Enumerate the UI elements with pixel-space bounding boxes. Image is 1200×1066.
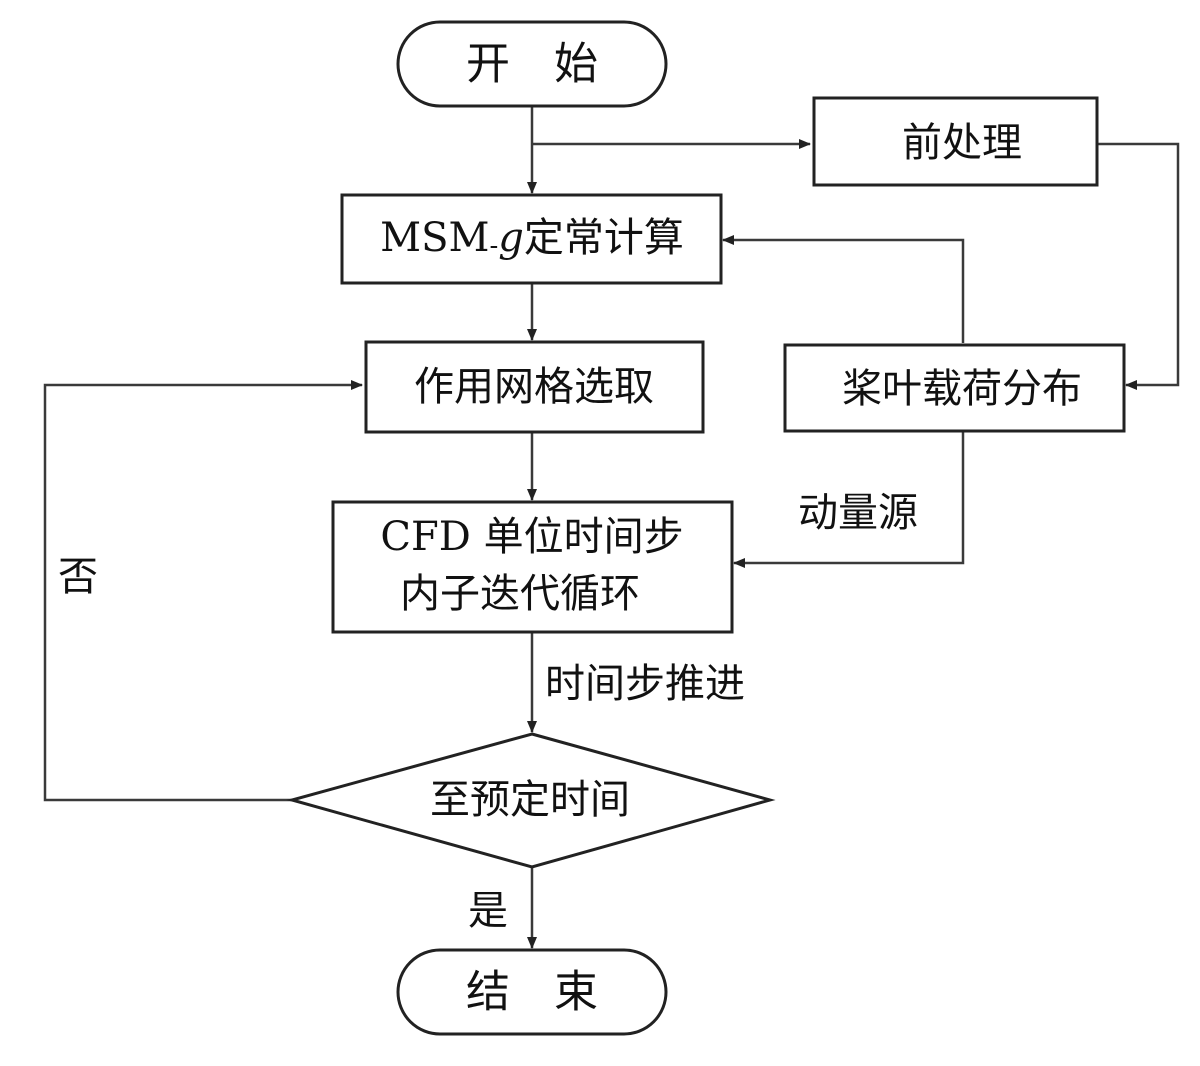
steady-calc-label: MSM-g定常计算 xyxy=(380,215,684,261)
start-label: 开 始 xyxy=(466,39,598,90)
cfd-loop-line1: CFD 单位时间步 xyxy=(380,514,683,560)
edge-blade-to-steady xyxy=(722,235,965,343)
grid-select-node: 作用网格选取 xyxy=(364,340,705,434)
no-label: 否 xyxy=(58,554,98,600)
edge-blade-to-cfd xyxy=(733,431,965,568)
blade-load-label: 桨叶载荷分布 xyxy=(842,366,1082,412)
grid-select-label: 作用网格选取 xyxy=(414,364,654,410)
end-node: 结 束 xyxy=(396,948,668,1036)
preprocess-node: 前处理 xyxy=(812,96,1099,187)
start-node: 开 始 xyxy=(396,20,668,108)
cfd-loop-line2: 内子迭代循环 xyxy=(400,571,640,617)
decision-label: 至预定时间 xyxy=(430,777,630,823)
steady-calc-g: g xyxy=(498,215,524,261)
steady-calc-prefix: MSM xyxy=(380,215,489,261)
edge-preprocess-to-blade xyxy=(1097,142,1180,390)
steady-calc-node: MSM-g定常计算 xyxy=(340,193,723,285)
yes-label: 是 xyxy=(468,888,508,934)
decision-node: 至预定时间 xyxy=(286,732,776,869)
time-advance-label: 时间步推进 xyxy=(545,661,745,707)
connectors xyxy=(43,106,1180,949)
momentum-source-label: 动量源 xyxy=(798,490,918,536)
steady-calc-sub: - xyxy=(489,231,498,261)
end-label: 结 束 xyxy=(466,967,598,1018)
cfd-loop-node: CFD 单位时间步 内子迭代循环 xyxy=(331,500,734,634)
blade-load-node: 桨叶载荷分布 xyxy=(783,343,1126,433)
edge-decision-no-loop xyxy=(43,380,363,802)
preprocess-label: 前处理 xyxy=(902,120,1022,166)
steady-calc-suffix: 定常计算 xyxy=(524,215,684,261)
